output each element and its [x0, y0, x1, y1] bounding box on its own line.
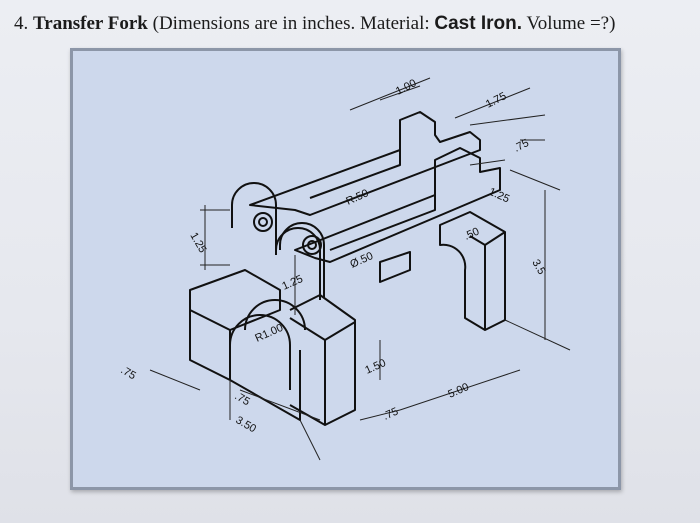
- problem-number: 4.: [14, 13, 29, 34]
- problem-lead: (Dimensions are in inches. Material:: [152, 13, 430, 34]
- dim-top-width: 1.00: [394, 77, 419, 97]
- problem-tail: Volume =?): [526, 13, 616, 34]
- drawing-sheet: [70, 48, 621, 490]
- dimension-labels: 1.00 1.75 .75 1.25 3.5 1.25 R.50 Ø.50 .5…: [119, 77, 548, 435]
- part-outline: [189, 111, 506, 426]
- dim-arm-height-right: 1.25: [487, 186, 511, 206]
- dim-slot-depth: .50: [462, 226, 481, 243]
- dim-foot-depth: .75: [381, 406, 400, 423]
- material-name: Cast Iron.: [434, 13, 523, 34]
- dim-mid-height: 1.25: [280, 273, 304, 293]
- problem-heading: 4. Transfer Fork (Dimensions are in inch…: [14, 13, 615, 35]
- dim-base-width: 3.50: [234, 414, 259, 435]
- hole-back: [253, 212, 273, 232]
- dim-fork-length: 1.75: [484, 90, 509, 110]
- problem-name: Transfer Fork: [33, 13, 148, 34]
- hole-front: [302, 235, 322, 255]
- dim-base-depth: .75: [119, 364, 138, 382]
- dim-radius-top: R.50: [344, 187, 370, 207]
- dimension-lines: [149, 77, 571, 461]
- dim-base-length: 5.00: [446, 381, 470, 401]
- bolt-holes: [253, 212, 322, 255]
- dim-arch-radius: R1.00: [253, 322, 285, 345]
- dim-leg-height: 1.50: [363, 357, 387, 377]
